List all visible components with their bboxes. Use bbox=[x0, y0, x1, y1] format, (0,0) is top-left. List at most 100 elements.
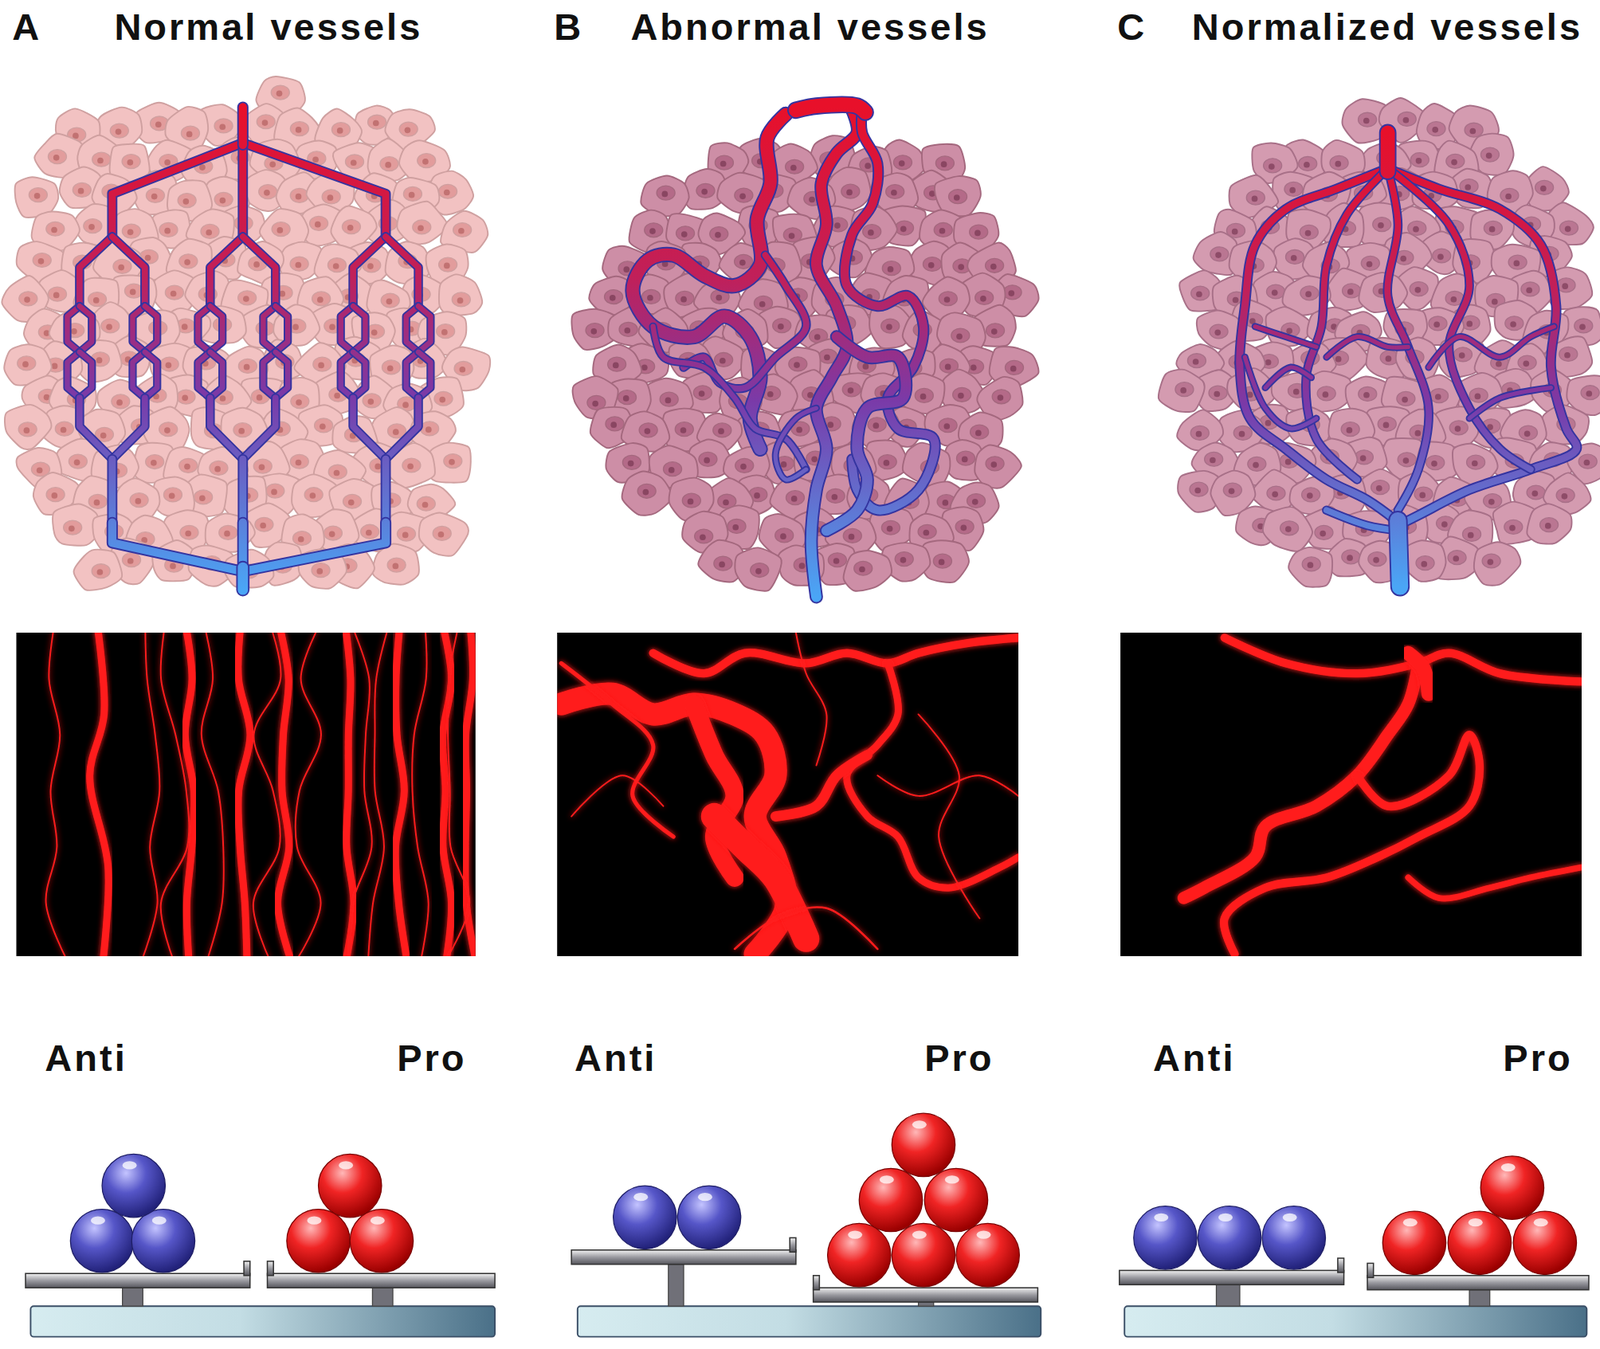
cell-nucleolus bbox=[699, 533, 706, 541]
vessel-outline bbox=[1388, 168, 1531, 470]
cell-nucleus bbox=[1559, 220, 1578, 236]
cell-nucleus bbox=[1358, 112, 1377, 127]
fluorescent-vessel bbox=[571, 775, 663, 816]
cell-nucleolus bbox=[831, 494, 839, 501]
cell-nucleolus bbox=[780, 461, 788, 468]
cell-nucleolus bbox=[970, 364, 977, 372]
cell-nucleolus bbox=[647, 294, 654, 302]
vessel bbox=[243, 236, 276, 306]
cell-nucleolus bbox=[443, 189, 451, 197]
factor-ball bbox=[318, 1153, 382, 1217]
scale-base bbox=[1124, 1305, 1587, 1337]
cell-nucleolus bbox=[680, 427, 687, 434]
cell-nucleus bbox=[311, 563, 330, 578]
cell-body bbox=[734, 547, 781, 591]
cell-nucleolus bbox=[1194, 487, 1201, 495]
cell-nucleolus bbox=[1213, 391, 1220, 398]
tumor-cell bbox=[1262, 506, 1313, 552]
cell-nucleus bbox=[693, 385, 712, 400]
scale-pan-lip bbox=[267, 1261, 275, 1276]
cell-nucleolus bbox=[292, 324, 299, 331]
cell-nucleus bbox=[290, 256, 309, 271]
cell-nucleolus bbox=[1458, 352, 1466, 359]
cell-nucleolus bbox=[100, 432, 107, 440]
scale-pan bbox=[813, 1287, 1039, 1302]
cell-nucleus bbox=[1371, 480, 1390, 495]
cell-nucleus bbox=[785, 490, 804, 506]
cell-body bbox=[439, 274, 483, 316]
cell-nucleolus bbox=[790, 164, 797, 172]
cell-nucleolus bbox=[739, 259, 746, 267]
fluorescent-vessel bbox=[713, 816, 806, 940]
tumor-cell bbox=[734, 547, 781, 591]
cell-nucleus bbox=[253, 458, 272, 474]
vessel-outline bbox=[235, 567, 250, 590]
cell-nucleolus bbox=[698, 390, 706, 397]
cell-nucleus bbox=[28, 188, 48, 203]
cell-nucleolus bbox=[1286, 328, 1293, 335]
cell-nucleus bbox=[1483, 220, 1502, 236]
cell-nucleus bbox=[642, 289, 661, 304]
cell-nucleolus bbox=[1415, 430, 1422, 437]
vessel-outline bbox=[243, 236, 276, 306]
vessel-outline bbox=[243, 397, 276, 459]
cell-nucleolus bbox=[759, 301, 766, 308]
cell-nucleus bbox=[342, 494, 361, 509]
cell-nucleus bbox=[145, 454, 165, 470]
cell-nucleus bbox=[101, 318, 120, 334]
cell-nucleolus bbox=[1271, 490, 1279, 498]
cell-nucleolus bbox=[681, 231, 688, 238]
cell-body bbox=[1262, 506, 1313, 552]
vessel bbox=[1388, 168, 1577, 526]
factor-ball bbox=[1197, 1206, 1261, 1270]
cell-nucleus bbox=[1284, 181, 1303, 197]
cell-nucleolus bbox=[623, 395, 630, 402]
cell-nucleus bbox=[92, 152, 111, 167]
cell-nucleolus bbox=[1196, 290, 1203, 298]
fluorescent-vessel bbox=[90, 632, 110, 957]
cell-nucleolus bbox=[864, 162, 871, 169]
cell-nucleolus bbox=[886, 324, 893, 331]
cell-nucleus bbox=[1301, 556, 1321, 572]
cell-nucleus bbox=[922, 257, 942, 272]
cell-nucleus bbox=[1505, 316, 1524, 331]
cell-nucleus bbox=[434, 391, 453, 406]
fluorescent-vessel bbox=[368, 632, 390, 957]
cell-nucleolus bbox=[439, 396, 446, 404]
cell-nucleus bbox=[826, 488, 845, 503]
cell-nucleus bbox=[453, 223, 472, 238]
factor-ball bbox=[1447, 1211, 1511, 1275]
cell-nucleolus bbox=[1466, 321, 1473, 328]
cell-nucleolus bbox=[258, 464, 266, 471]
cell-nucleus bbox=[1004, 360, 1024, 375]
cell-nucleus bbox=[1504, 519, 1523, 534]
cell-nucleolus bbox=[199, 164, 206, 171]
cell-nucleolus bbox=[417, 224, 424, 232]
cell-nucleus bbox=[772, 318, 792, 334]
cell-nucleolus bbox=[944, 296, 951, 303]
cell-nucleus bbox=[914, 388, 934, 403]
cell-nucleolus bbox=[392, 563, 400, 570]
cell-nucleus bbox=[1298, 156, 1318, 171]
cell-nucleolus bbox=[807, 392, 814, 399]
abnormal-vessel-tree bbox=[632, 104, 936, 597]
cell-nucleus bbox=[32, 253, 51, 268]
cell-nucleolus bbox=[788, 232, 796, 240]
cell-nucleus bbox=[124, 283, 143, 299]
vessel bbox=[406, 352, 419, 399]
cell-nucleolus bbox=[184, 258, 191, 266]
scale-pan bbox=[1367, 1275, 1589, 1291]
cell-nucleus bbox=[403, 186, 422, 201]
cell-nucleolus bbox=[883, 459, 891, 467]
cell-nucleus bbox=[121, 154, 141, 169]
cell-nucleolus bbox=[387, 364, 394, 372]
tumor-cell bbox=[74, 549, 123, 591]
fluorescent-vessel bbox=[1184, 662, 1420, 899]
cell-nucleus bbox=[399, 121, 418, 137]
vessel-outline bbox=[79, 397, 113, 459]
cell-nucleolus bbox=[1285, 525, 1292, 533]
vessel-outline bbox=[67, 305, 80, 353]
vessel-outline bbox=[210, 352, 223, 399]
cell-nucleus bbox=[841, 184, 860, 199]
cell-nucleus bbox=[1559, 346, 1578, 361]
